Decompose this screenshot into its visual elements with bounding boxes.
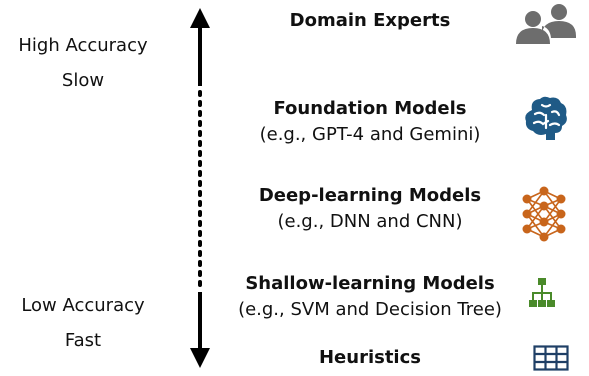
high-accuracy-text: High Accuracy bbox=[18, 35, 148, 56]
table-icon bbox=[533, 345, 569, 371]
low-accuracy-label: Low Accuracy Fast bbox=[3, 288, 163, 358]
axis-top-arrowhead bbox=[190, 8, 210, 28]
fast-text: Fast bbox=[64, 330, 102, 351]
tier-example: (e.g., SVM and Decision Tree) bbox=[238, 299, 502, 320]
tier-deep-learning-models: Deep-learning Models (e.g., DNN and CNN) bbox=[200, 182, 540, 235]
low-accuracy-text: Low Accuracy bbox=[21, 295, 145, 316]
tier-name: Heuristics bbox=[318, 347, 421, 368]
tier-name: Foundation Models bbox=[273, 98, 467, 119]
neural-network-icon bbox=[522, 186, 566, 242]
tier-shallow-learning-models: Shallow-learning Models (e.g., SVM and D… bbox=[200, 270, 540, 323]
decision-tree-icon bbox=[529, 278, 555, 307]
tier-foundation-models: Foundation Models (e.g., GPT-4 and Gemin… bbox=[200, 95, 540, 148]
tier-example: (e.g., GPT-4 and Gemini) bbox=[259, 124, 481, 145]
tier-example: (e.g., DNN and CNN) bbox=[277, 211, 463, 232]
tier-name: Deep-learning Models bbox=[258, 185, 482, 206]
tier-name: Domain Experts bbox=[289, 10, 451, 31]
tier-heuristics: Heuristics bbox=[200, 344, 540, 371]
tier-domain-experts: Domain Experts bbox=[200, 7, 540, 34]
axis-bottom-arrowhead bbox=[190, 348, 210, 368]
tier-name: Shallow-learning Models bbox=[245, 273, 495, 294]
high-accuracy-label: High Accuracy Slow bbox=[3, 28, 163, 98]
slow-text: Slow bbox=[61, 70, 105, 91]
brain-icon bbox=[525, 96, 567, 140]
people-icon bbox=[516, 4, 576, 44]
